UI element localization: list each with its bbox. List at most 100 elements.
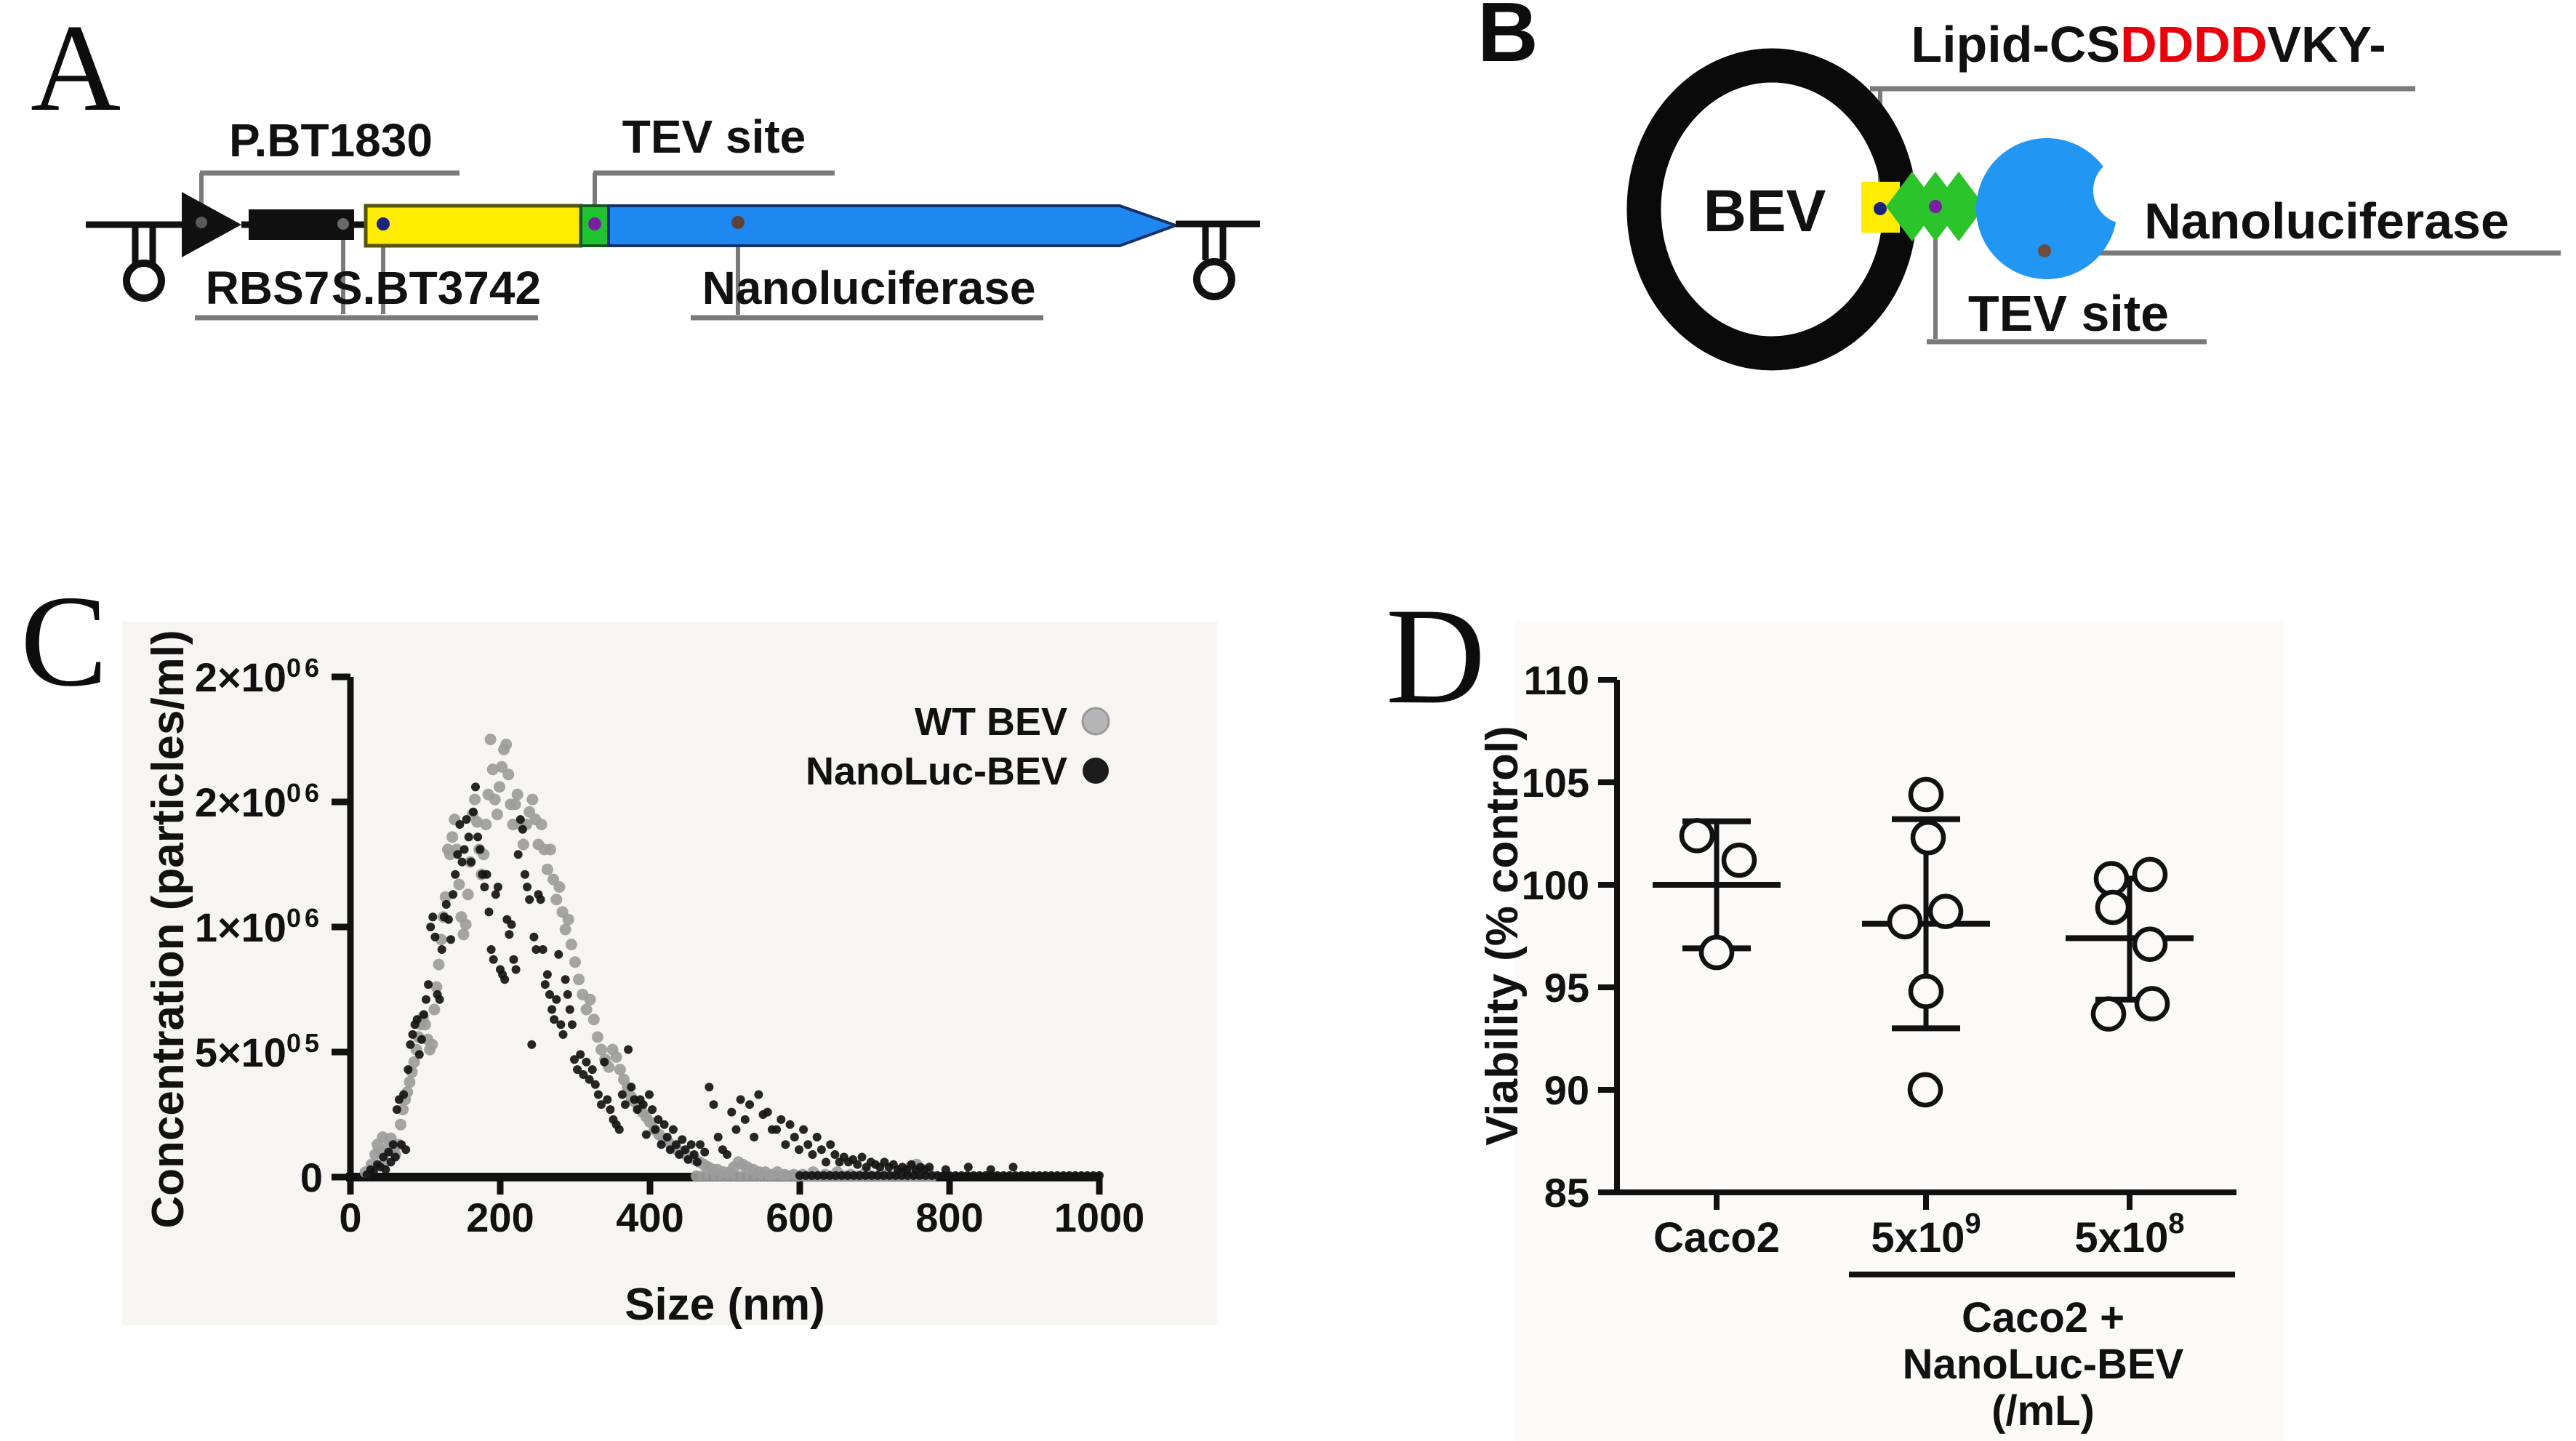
scatter-point-nanoluc-bev (692, 1157, 702, 1167)
promoter-label: P.BT1830 (229, 114, 433, 166)
panel-c-data-points (359, 734, 1104, 1182)
reporter-b-anchor-dot (2038, 244, 2051, 257)
scatter-point-nanoluc-bev (816, 1145, 826, 1155)
panel-c-letter: C (20, 569, 108, 713)
x-tick-label-c: 200 (466, 1195, 534, 1240)
scatter-point-nanoluc-bev (556, 1020, 566, 1029)
scatter-point-nanoluc-bev (933, 1171, 942, 1180)
scatter-point-nanoluc-bev (665, 1145, 675, 1155)
scatter-point-nanoluc-bev (795, 1171, 804, 1180)
scatter-point-nanoluc-bev (654, 1115, 663, 1124)
scatter-point-nanoluc-bev (428, 912, 438, 922)
scatter-point-wt-bev (587, 1013, 600, 1026)
scatter-point-wt-bev (550, 894, 563, 906)
scatter-point-nanoluc-bev (736, 1095, 745, 1104)
reporter-label-a: Nanoluciferase (702, 262, 1036, 314)
scatter-point-nanoluc-bev (969, 1171, 978, 1180)
scatter-point-nanoluc-bev (723, 1150, 732, 1159)
scatter-point-nanoluc-bev (1047, 1171, 1056, 1180)
scatter-point-nanoluc-bev (500, 975, 510, 984)
scatter-point-nanoluc-bev (879, 1171, 888, 1180)
scatter-point-nanoluc-bev (437, 945, 446, 954)
scatter-point-nanoluc-bev (1040, 1171, 1050, 1180)
scatter-point-nanoluc-bev (1008, 1163, 1018, 1172)
panel-a-letter: A (31, 0, 121, 137)
scatter-point-nanoluc-bev (593, 1090, 603, 1099)
scatter-point-nanoluc-bev (781, 1140, 790, 1149)
viability-point (2090, 996, 2127, 1032)
y-tick-label-c: 0 (300, 1155, 323, 1200)
scatter-point-nanoluc-bev (1035, 1171, 1044, 1180)
scatter-point-nanoluc-bev (464, 832, 473, 842)
scatter-point-nanoluc-bev (777, 1115, 786, 1124)
nanoluciferase-protein-icon (1976, 138, 2117, 279)
scatter-point-nanoluc-bev (511, 965, 521, 974)
tev-b-anchor-dot (1929, 200, 1942, 213)
scatter-point-nanoluc-bev (921, 1171, 930, 1180)
scatter-point-nanoluc-bev (709, 1100, 718, 1109)
viability-point (2093, 861, 2130, 896)
scatter-point-wt-bev (484, 734, 497, 745)
scatter-point-nanoluc-bev (633, 1105, 642, 1115)
scatter-point-nanoluc-bev (885, 1171, 894, 1180)
scatter-point-nanoluc-bev (1083, 1171, 1092, 1180)
scatter-point-nanoluc-bev (401, 1145, 411, 1155)
scatter-point-nanoluc-bev (651, 1125, 660, 1134)
scatter-point-nanoluc-bev (392, 1105, 401, 1115)
viability-point (2132, 856, 2168, 893)
scatter-point-nanoluc-bev (384, 1147, 393, 1157)
scatter-point-nanoluc-bev (740, 1115, 750, 1124)
scatter-point-nanoluc-bev (867, 1171, 876, 1180)
scatter-point-nanoluc-bev (513, 850, 523, 859)
scatter-point-nanoluc-bev (819, 1171, 828, 1180)
scatter-point-nanoluc-bev (435, 995, 444, 1004)
scatter-point-nanoluc-bev (727, 1107, 737, 1117)
scatter-point-nanoluc-bev (999, 1171, 1008, 1180)
scatter-point-nanoluc-bev (630, 1095, 639, 1104)
scatter-point-nanoluc-bev (570, 1055, 579, 1064)
scatter-point-nanoluc-bev (369, 1168, 378, 1177)
scatter-point-nanoluc-bev (713, 1133, 723, 1141)
scatter-point-nanoluc-bev (489, 955, 498, 964)
viability-point (1907, 1072, 1943, 1108)
group-caption-line2: NanoLuc-BEV (1903, 1341, 2184, 1388)
scatter-point-nanoluc-bev (525, 895, 534, 904)
scatter-point-nanoluc-bev (484, 907, 494, 917)
scatter-point-nanoluc-bev (945, 1171, 954, 1180)
scatter-point-nanoluc-bev (480, 883, 489, 891)
scatter-point-nanoluc-bev (419, 1010, 428, 1019)
panel-b-bev-schematic: BEV Lipid-CSDDDDVKY- TEV site Nanolucife… (1626, 16, 2561, 371)
y-tick-label-c: 5×1005 (195, 1028, 323, 1075)
scatter-point-nanoluc-bev (540, 980, 550, 990)
bev-label: BEV (1704, 178, 1826, 244)
scatter-point-nanoluc-bev (992, 1171, 1002, 1180)
scatter-point-nanoluc-bev (505, 930, 514, 939)
lipid-suffix-text: VKY- (2267, 16, 2386, 73)
scatter-point-wt-bev (395, 1118, 406, 1131)
scatter-point-nanoluc-bev (529, 932, 539, 942)
scatter-point-nanoluc-bev (1011, 1171, 1020, 1180)
scatter-point-wt-bev (469, 793, 481, 806)
scatter-point-wt-bev (545, 843, 556, 856)
y-tick-label-d: 85 (1544, 1170, 1589, 1216)
scatter-point-nanoluc-bev (689, 1150, 699, 1159)
scatter-point-nanoluc-bev (518, 824, 527, 834)
viability-point (1908, 776, 1944, 813)
scatter-point-wt-bev (491, 808, 503, 821)
y-axis-title-c: Concentration (particles/ml) (143, 630, 193, 1228)
scatter-point-wt-bev (511, 788, 523, 800)
scatter-point-nanoluc-bev (925, 1163, 934, 1172)
scatter-point-wt-bev (460, 918, 472, 931)
scatter-point-nanoluc-bev (473, 832, 483, 842)
scatter-point-wt-bev (420, 1019, 431, 1031)
tev-site-label: TEV site (622, 111, 806, 163)
scatter-point-nanoluc-bev (460, 845, 469, 854)
scatter-point-wt-bev (428, 1003, 441, 1016)
legend-nanoluc-bev-label: NanoLuc-BEV (806, 750, 1067, 793)
viability-point (2095, 889, 2131, 926)
y-axis-title-d: Viability (% control) (1477, 726, 1528, 1146)
signal-label: S.BT3742 (332, 262, 541, 314)
scatter-point-wt-bev (573, 974, 585, 986)
